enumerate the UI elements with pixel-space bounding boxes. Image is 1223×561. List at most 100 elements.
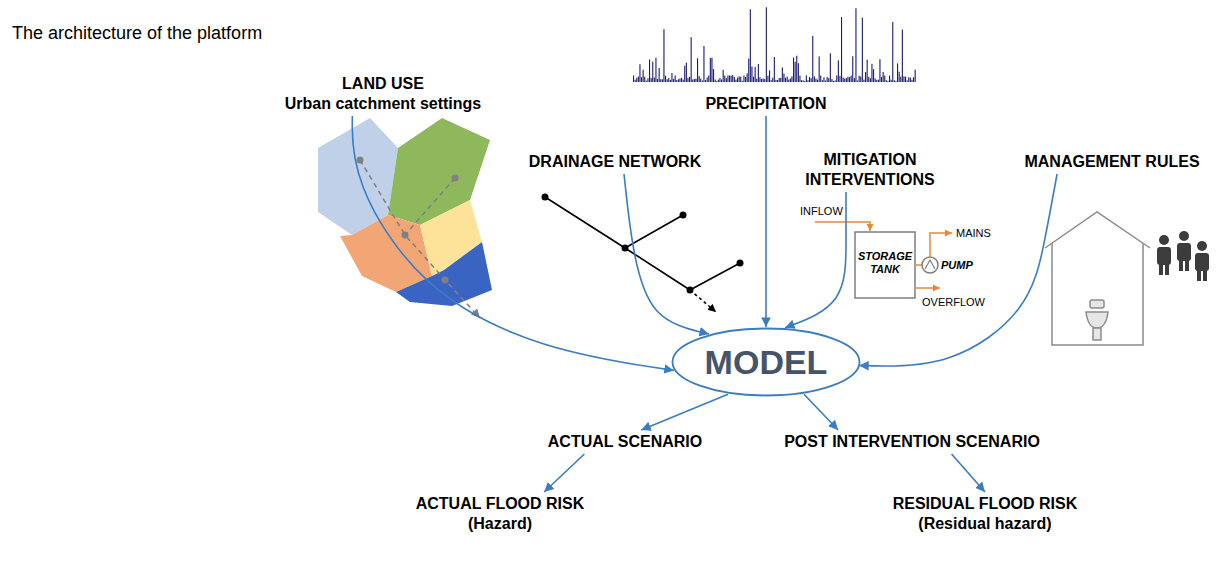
drawing-stroke — [1177, 243, 1191, 261]
drawing-stroke — [663, 29, 664, 82]
drawing-stroke — [771, 80, 772, 82]
drawing-stroke — [915, 287, 940, 289]
drawing-stroke — [680, 212, 687, 219]
drawing-stroke — [803, 80, 804, 82]
drawing-stroke — [649, 59, 650, 82]
drawing-stroke — [812, 36, 813, 82]
drawing-stroke — [859, 76, 860, 82]
drawing-stroke — [737, 260, 744, 267]
drawing-stroke — [681, 78, 682, 82]
drawing-stroke — [687, 78, 688, 82]
drawing-stroke — [1195, 253, 1209, 271]
drawing-stroke — [831, 79, 832, 82]
drawing-stroke — [870, 78, 871, 82]
flow-arrow — [952, 454, 985, 492]
drawing-stroke — [695, 79, 696, 82]
drawing-stroke — [715, 80, 716, 82]
drawing-stroke — [734, 77, 735, 82]
drawing-stroke — [675, 75, 676, 82]
drawing-stroke — [1197, 241, 1207, 251]
drawing-stroke — [827, 77, 828, 82]
drawing-stroke — [830, 53, 831, 82]
drawing-stroke — [735, 80, 736, 82]
drawing-stroke — [766, 7, 767, 82]
drawing-stroke — [748, 58, 749, 82]
drawing-stroke — [668, 78, 669, 82]
drawing-stroke — [878, 80, 879, 82]
drawing-stroke — [636, 78, 637, 82]
drawing-stroke — [667, 79, 668, 82]
flow-arrow — [544, 454, 584, 492]
drawing-stroke — [783, 74, 784, 82]
land-use-map — [318, 118, 492, 318]
drawing-stroke — [862, 18, 863, 82]
drawing-stroke — [678, 79, 679, 82]
drawing-stroke — [860, 77, 861, 82]
drawing-stroke — [863, 80, 864, 82]
drawing-stroke — [679, 78, 680, 82]
flow-arrow — [624, 174, 709, 334]
drawing-stroke — [635, 80, 636, 82]
drawing-stroke — [747, 73, 748, 82]
drawing-stroke — [1052, 243, 1143, 345]
drawing-stroke — [1179, 259, 1183, 271]
drawing-stroke — [646, 81, 647, 82]
drawing-stroke — [777, 80, 778, 82]
model-label: MODEL — [705, 342, 828, 382]
component-heading: RESIDUAL FLOOD RISK(Residual hazard) — [889, 492, 1082, 536]
drawing-stroke — [897, 63, 898, 82]
drawing-stroke — [767, 76, 768, 82]
drawing-stroke — [625, 215, 683, 248]
drawing-stroke — [690, 290, 716, 312]
drawing-stroke — [638, 76, 639, 82]
drawing-stroke — [1093, 328, 1101, 340]
drawing-stroke — [855, 232, 915, 298]
people-icon — [1157, 231, 1209, 281]
drawing-stroke — [739, 76, 740, 82]
model-ellipse: MODEL — [671, 327, 861, 397]
drawing-stroke — [670, 80, 671, 82]
heading-text: MITIGATION INTERVENTIONS — [799, 150, 941, 190]
drawing-stroke — [846, 78, 847, 82]
flow-arrow — [641, 394, 728, 430]
drawing-stroke — [1086, 312, 1108, 328]
drawing-stroke — [731, 76, 732, 82]
component-heading: POST INTERVENTION SCENARIO — [780, 430, 1044, 454]
drawing-stroke — [839, 76, 840, 82]
drawing-stroke — [396, 242, 492, 306]
drawing-stroke — [815, 79, 816, 82]
drawing-stroke — [865, 72, 866, 82]
drawing-stroke — [854, 78, 855, 82]
drawing-stroke — [903, 76, 904, 82]
drawing-stroke — [819, 56, 820, 82]
drawing-stroke — [745, 77, 746, 82]
drawing-stroke — [761, 79, 762, 82]
drawing-stroke — [657, 79, 658, 82]
drawing-stroke — [899, 72, 900, 82]
flow-arrow — [785, 192, 846, 328]
drawing-stroke — [867, 60, 868, 82]
drawing-stroke — [644, 77, 645, 82]
house-icon — [1045, 212, 1150, 345]
drawing-stroke — [775, 80, 776, 82]
drawing-stroke — [774, 57, 775, 82]
drawing-stroke — [756, 79, 757, 82]
drawing-stroke — [915, 264, 922, 266]
drawing-stroke — [700, 79, 701, 82]
drawing-stroke — [811, 78, 812, 82]
drawing-stroke — [740, 77, 741, 82]
drawing-stroke — [452, 175, 459, 182]
diagram-title: The architecture of the platform — [12, 22, 262, 44]
drawing-stroke — [719, 78, 720, 82]
drawing-stroke — [871, 64, 872, 82]
drawing-stroke — [622, 245, 629, 252]
drawing-stroke — [913, 77, 914, 82]
drawing-stroke — [542, 194, 549, 201]
storage-tank-sketch — [815, 222, 952, 298]
heading-text: DRAINAGE NETWORK — [529, 152, 701, 172]
drawing-stroke — [894, 80, 895, 82]
drawing-stroke — [633, 75, 634, 82]
drawing-stroke — [902, 30, 903, 82]
